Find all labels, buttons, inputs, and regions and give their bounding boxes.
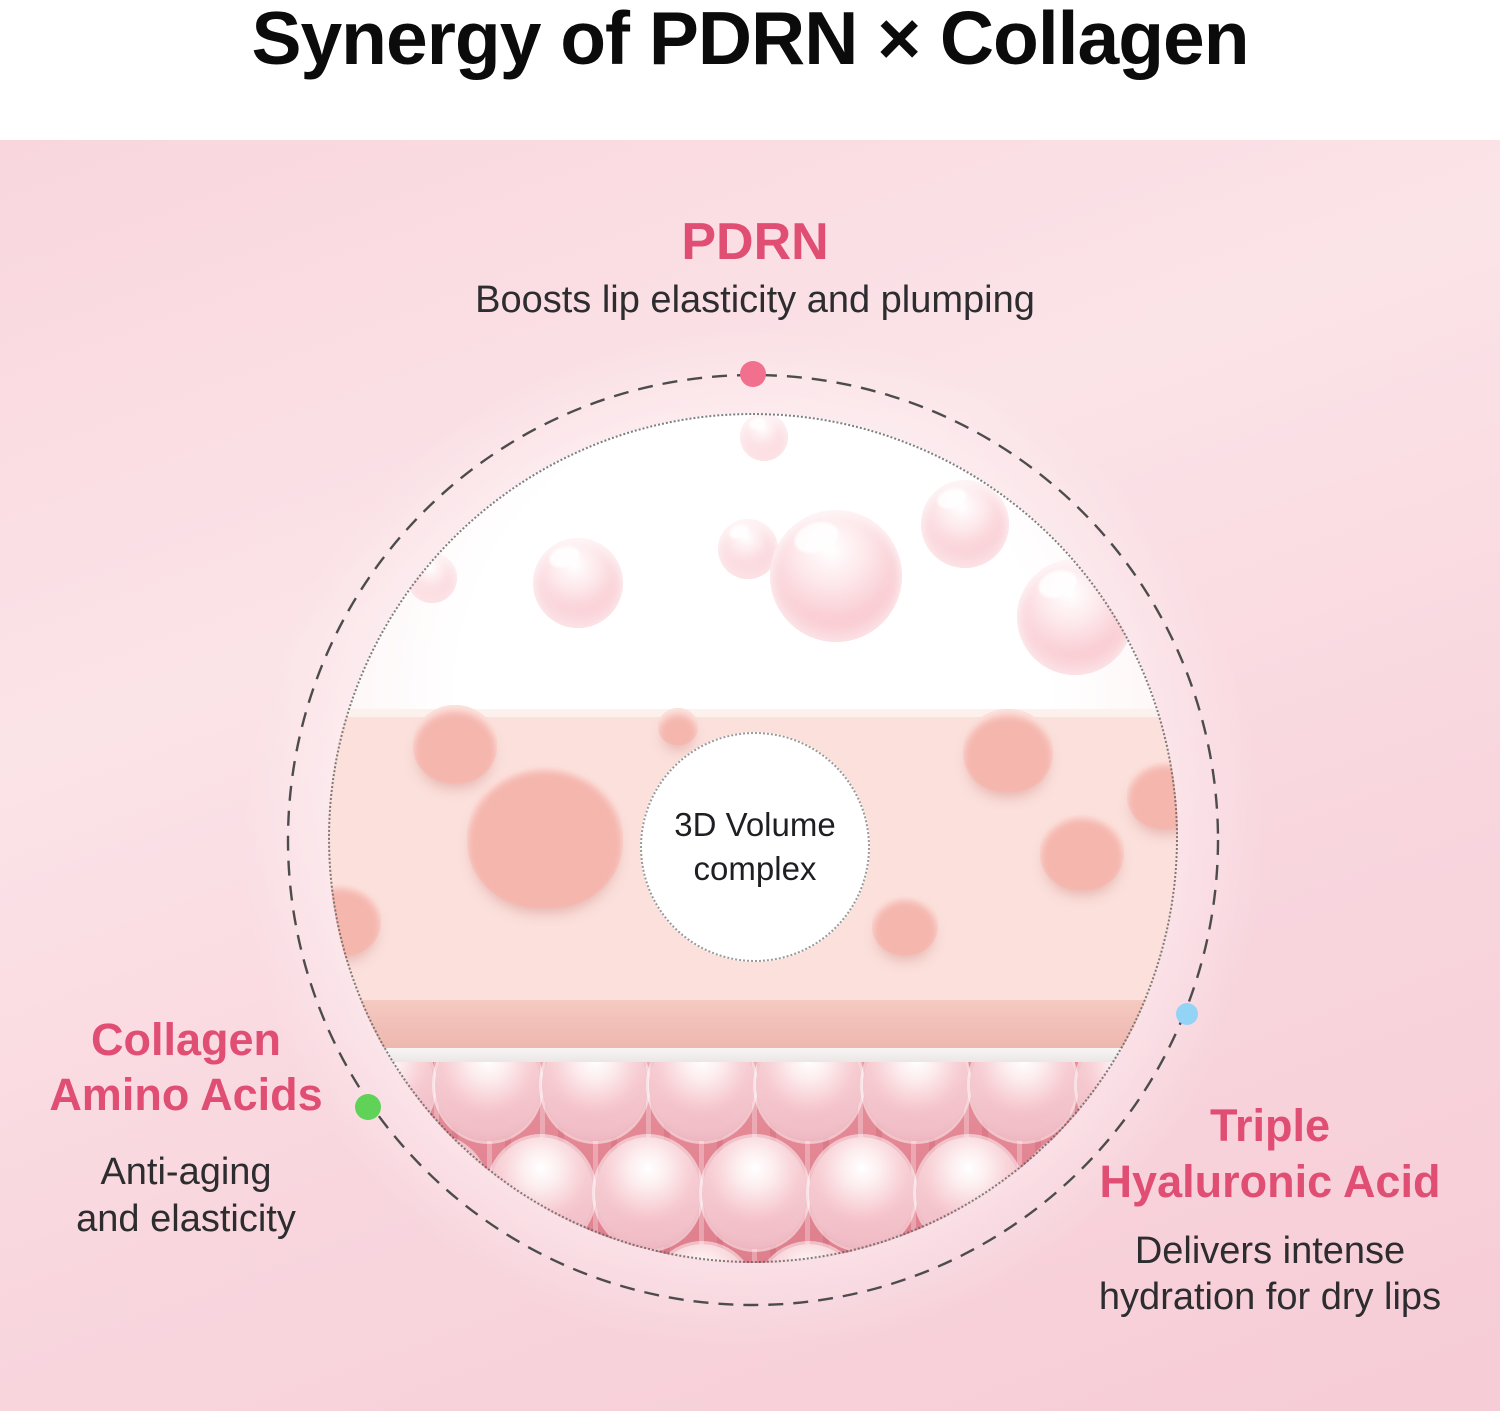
serum-bubble xyxy=(407,553,457,603)
skin-bump xyxy=(658,708,698,745)
callout-hyaluronic: Triple Hyaluronic Acid Delivers intense … xyxy=(1060,1098,1480,1320)
membrane-layer xyxy=(328,1048,1178,1062)
skin-bump xyxy=(467,764,623,908)
pdrn-marker-dot xyxy=(740,361,766,387)
serum-bubble xyxy=(770,510,902,642)
serum-bubble xyxy=(718,519,778,579)
hyaluronic-marker-dot xyxy=(1176,1003,1198,1025)
callout-collagen: Collagen Amino Acids Anti-aging and elas… xyxy=(26,1012,346,1243)
collagen-sphere xyxy=(702,1137,808,1249)
callout-pdrn-heading: PDRN xyxy=(681,213,829,271)
lip-structure-illustration: 3D Volume complex xyxy=(328,413,1178,1263)
page-title: Synergy of PDRN × Collagen xyxy=(251,0,1249,80)
callout-collagen-heading: Collagen Amino Acids xyxy=(49,1014,323,1120)
center-label: 3D Volume complex xyxy=(674,806,836,887)
skin-bump xyxy=(413,705,497,783)
serum-bubble xyxy=(740,413,788,461)
serum-bubble xyxy=(533,538,623,628)
skin-bump xyxy=(1040,812,1124,890)
serum-bubble xyxy=(921,480,1009,568)
skin-layer-top-edge xyxy=(328,709,1178,717)
collagen-sphere xyxy=(916,1137,1022,1249)
collagen-sphere xyxy=(381,1137,487,1249)
callout-pdrn-description: Boosts lip elasticity and plumping xyxy=(475,279,1035,321)
serum-bubble xyxy=(1017,559,1133,675)
header-band: Synergy of PDRN × Collagen xyxy=(0,0,1500,140)
skin-bump xyxy=(1127,759,1178,829)
callout-collagen-description: Anti-aging and elasticity xyxy=(76,1151,296,1240)
skin-bump xyxy=(872,894,938,955)
collagen-sphere xyxy=(595,1137,701,1249)
callout-hyaluronic-description: Delivers intense hydration for dry lips xyxy=(1098,1230,1442,1318)
skin-side-layer xyxy=(328,1000,1178,1048)
dashed-guide-circle xyxy=(286,373,1220,1307)
center-label-badge: 3D Volume complex xyxy=(640,732,870,962)
callout-pdrn: PDRN Boosts lip elasticity and plumping xyxy=(375,212,1135,324)
collagen-sphere xyxy=(488,1137,594,1249)
skin-bump xyxy=(963,709,1053,792)
callout-hyaluronic-heading: Triple Hyaluronic Acid xyxy=(1099,1100,1441,1207)
collagen-marker-dot xyxy=(355,1094,381,1120)
collagen-sphere xyxy=(809,1137,915,1249)
collagen-sphere xyxy=(1023,1137,1129,1249)
